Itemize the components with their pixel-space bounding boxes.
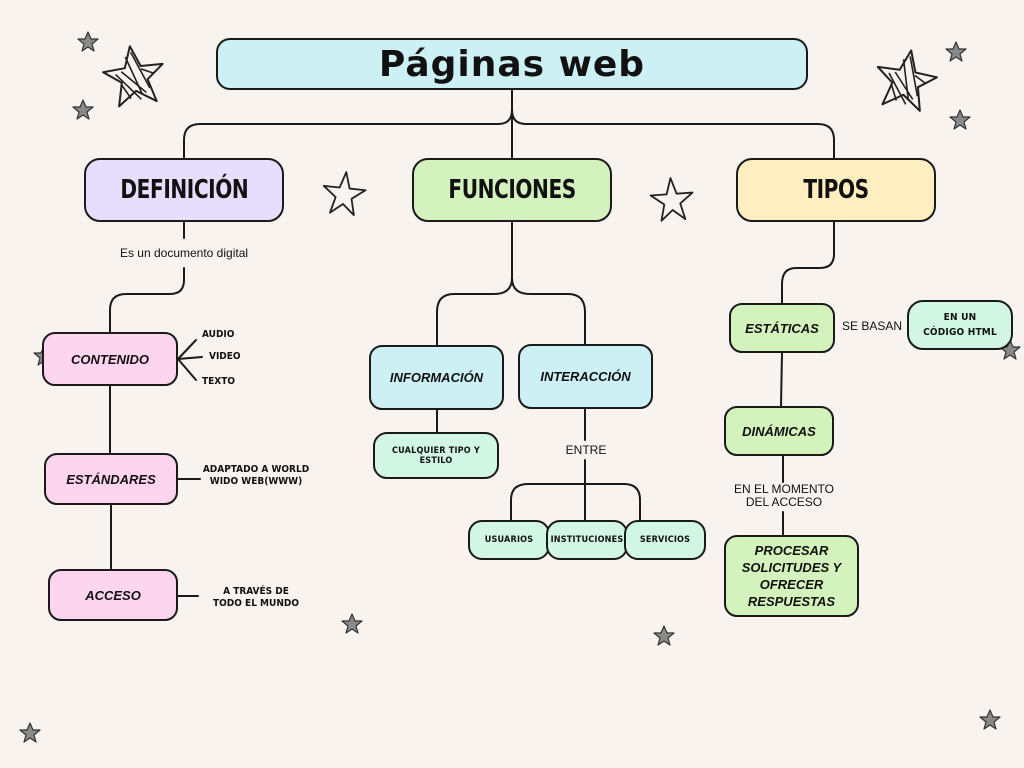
node-interaccion: INTERACCIÓN — [518, 344, 653, 409]
contenido-item-texto: TEXTO — [202, 376, 236, 387]
node-instituciones: INSTITUCIONES — [546, 520, 628, 560]
category-tipos-label: TIPOS — [803, 175, 869, 205]
category-tipos: TIPOS — [736, 158, 936, 222]
contenido-item-video: VIDEO — [209, 351, 241, 362]
node-dinamicas-label: DINÁMICAS — [742, 423, 816, 439]
node-informacion: INFORMACIÓN — [369, 345, 504, 410]
estaticas-connector-label: SE BASAN — [842, 319, 903, 333]
node-acceso-label: ACCESO — [85, 587, 141, 603]
page-title-text: Páginas web — [378, 43, 646, 85]
dinamicas-connector-label: EN EL MOMENTO DEL ACCESO — [733, 482, 834, 509]
node-cualquier-tipo-label: CUALQUIER TIPO Y ESTILO — [392, 445, 480, 466]
node-procesar-label: PROCESAR SOLICITUDES Y OFRECER RESPUESTA… — [741, 543, 842, 609]
node-usuarios: USUARIOS — [468, 520, 550, 560]
node-codigo-html-label: EN UN CÓDIGO HTML — [923, 312, 997, 338]
node-informacion-label: INFORMACIÓN — [389, 370, 484, 385]
node-servicios: SERVICIOS — [624, 520, 706, 560]
contenido-item-audio: AUDIO — [202, 329, 235, 340]
node-interaccion-label: INTERACCIÓN — [540, 369, 631, 384]
node-estaticas: ESTÁTICAS — [729, 303, 835, 353]
node-acceso: ACCESO — [48, 569, 178, 621]
node-instituciones-label: INSTITUCIONES — [550, 535, 624, 545]
node-procesar: PROCESAR SOLICITUDES Y OFRECER RESPUESTA… — [724, 535, 859, 617]
page-title: Páginas web — [216, 38, 808, 90]
node-usuarios-label: USUARIOS — [484, 535, 534, 545]
interaccion-connector-label: ENTRE — [565, 443, 607, 457]
category-funciones-label: FUNCIONES — [448, 175, 576, 205]
node-codigo-html: EN UN CÓDIGO HTML — [907, 300, 1013, 350]
definicion-description: Es un documento digital — [119, 246, 249, 260]
node-estandares: ESTÁNDARES — [44, 453, 178, 505]
estandares-note: ADAPTADO A WORLD WIDO WEB(WWW) — [202, 464, 310, 487]
node-estaticas-label: ESTÁTICAS — [745, 320, 819, 336]
category-definicion: DEFINICIÓN — [84, 158, 284, 222]
category-funciones: FUNCIONES — [412, 158, 612, 222]
node-contenido-label: CONTENIDO — [71, 351, 149, 367]
node-cualquier-tipo: CUALQUIER TIPO Y ESTILO — [373, 432, 499, 479]
node-dinamicas: DINÁMICAS — [724, 406, 834, 456]
node-servicios-label: SERVICIOS — [639, 535, 691, 545]
node-estandares-label: ESTÁNDARES — [66, 471, 156, 487]
acceso-note: A TRAVÉS DE TODO EL MUNDO — [213, 586, 299, 609]
category-definicion-label: DEFINICIÓN — [120, 175, 248, 205]
node-contenido: CONTENIDO — [42, 332, 178, 386]
